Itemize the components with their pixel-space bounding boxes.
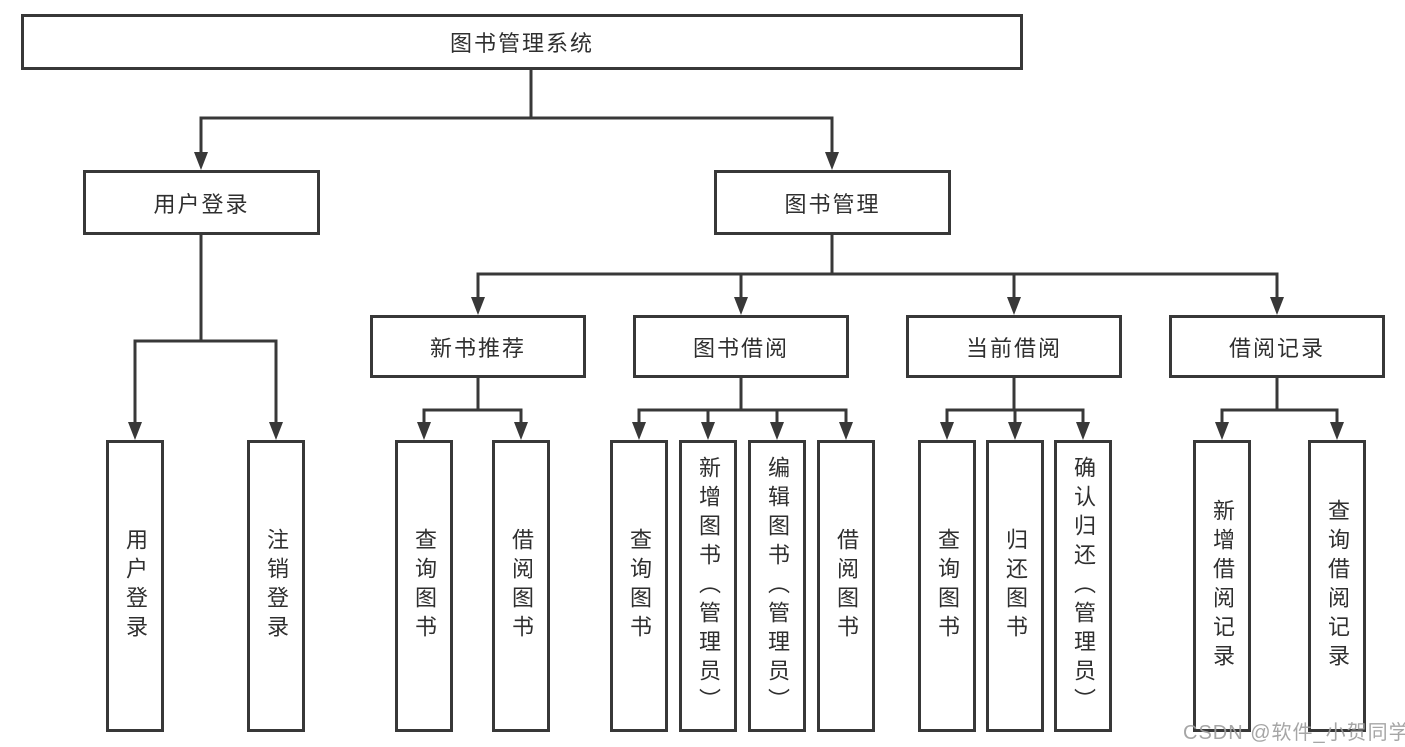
leaf-recommend-borrow-books-label: 借阅图书: [509, 528, 534, 644]
connector-borrow-leaves: [637, 378, 848, 423]
leaf-borrow-add-books-admin-label: 新增图书（管理员）: [696, 455, 721, 717]
leaf-current-return-books: 归还图书: [986, 440, 1044, 732]
leaf-recommend-borrow-books: 借阅图书: [492, 440, 550, 732]
leaf-borrow-borrow-books-label: 借阅图书: [834, 528, 859, 644]
leaf-records-add-record: 新增借阅记录: [1193, 440, 1251, 732]
leaf-borrow-borrow-books: 借阅图书: [817, 440, 875, 732]
node-current-borrow-label: 当前借阅: [965, 335, 1062, 361]
node-book-borrow-label: 图书借阅: [692, 335, 789, 361]
node-root-system: 图书管理系统: [21, 14, 1023, 70]
leaf-records-query-record-label: 查询借阅记录: [1325, 499, 1350, 673]
leaf-user-login: 用户登录: [106, 440, 164, 732]
leaf-borrow-edit-books-admin: 编辑图书（管理员）: [748, 440, 806, 732]
node-borrow-records: 借阅记录: [1169, 315, 1385, 378]
connector-records-leaves: [1220, 378, 1339, 423]
leaf-current-confirm-return-admin: 确认归还（管理员）: [1054, 440, 1112, 732]
leaf-borrow-add-books-admin: 新增图书（管理员）: [679, 440, 737, 732]
leaf-current-query-books-label: 查询图书: [935, 528, 960, 644]
connector-current-leaves: [945, 378, 1085, 423]
connector-login-to-leaves: [133, 235, 278, 423]
leaf-recommend-query-books: 查询图书: [395, 440, 453, 732]
leaf-records-add-record-label: 新增借阅记录: [1210, 499, 1235, 673]
node-user-login: 用户登录: [83, 170, 320, 235]
node-root-label: 图书管理系统: [449, 31, 594, 56]
node-borrow-records-label: 借阅记录: [1228, 335, 1325, 361]
csdn-watermark: CSDN @软件_小贺同学: [1183, 722, 1405, 744]
node-new-book-recommend: 新书推荐: [370, 315, 586, 378]
leaf-current-confirm-return-admin-label: 确认归还（管理员）: [1071, 455, 1096, 717]
leaf-current-query-books: 查询图书: [918, 440, 976, 732]
leaf-recommend-query-books-label: 查询图书: [412, 528, 437, 644]
node-new-book-recommend-label: 新书推荐: [429, 335, 526, 361]
leaf-borrow-query-books: 查询图书: [610, 440, 668, 732]
connector-mgmt-to-level2: [476, 235, 1279, 298]
node-book-management-label: 图书管理: [784, 191, 881, 217]
leaf-logout-label: 注销登录: [264, 528, 289, 644]
leaf-records-query-record: 查询借阅记录: [1308, 440, 1366, 732]
leaf-logout: 注销登录: [247, 440, 305, 732]
leaf-borrow-query-books-label: 查询图书: [627, 528, 652, 644]
leaf-user-login-label: 用户登录: [123, 528, 148, 644]
node-book-borrow: 图书借阅: [633, 315, 849, 378]
connector-recommend-leaves: [422, 378, 523, 423]
node-current-borrow: 当前借阅: [906, 315, 1122, 378]
node-book-management: 图书管理: [714, 170, 951, 235]
leaf-borrow-edit-books-admin-label: 编辑图书（管理员）: [765, 455, 790, 717]
leaf-current-return-books-label: 归还图书: [1003, 528, 1028, 644]
node-user-login-label: 用户登录: [153, 191, 250, 217]
connector-root-to-level1: [199, 70, 834, 153]
